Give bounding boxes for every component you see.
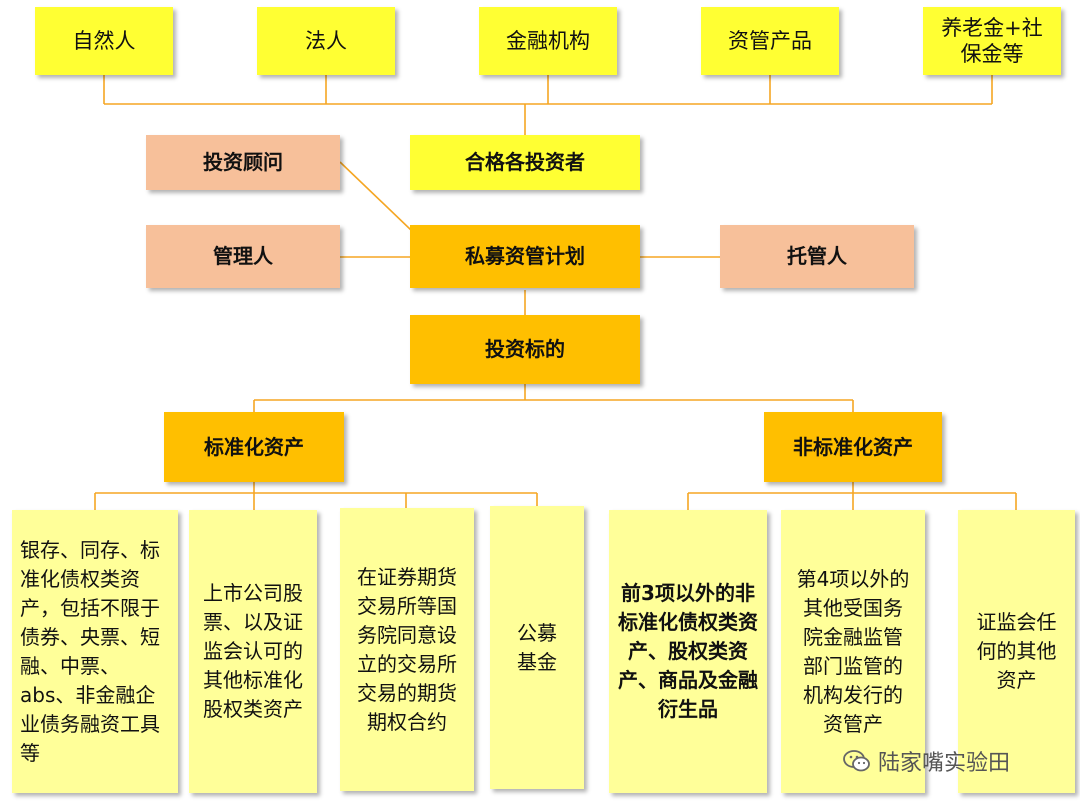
standardized-item-futures-options: 在证券期货交易所等国务院同意设立的交易所交易的期货期权合约 [340,508,474,791]
standardized-item-equity: 上市公司股票、以及证监会认可的其他标准化股权类资产 [189,510,317,793]
non-standardized-item-other-debt-equity: 前3项以外的非标准化债权类资产、股权类资产、商品及金融衍生品 [609,510,767,793]
manager-box: 管理人 [146,225,340,288]
watermark-text: 陆家嘴实验田 [878,751,1011,776]
qualified-investor-box: 合格各投资者 [410,135,640,190]
standardized-item-debt: 银存、同存、标准化债权类资产，包括不限于债券、央票、短融、中票、abs、非金融企… [12,510,178,793]
non-standardized-item-other-assets: 证监会任何的其他资产 [958,510,1075,793]
investor-pension-social-security: 养老金+社保金等 [923,7,1061,75]
watermark: 陆家嘴实验田 [842,744,1010,778]
custodian-box: 托管人 [720,225,914,288]
non-standardized-item-other-am-products: 第4项以外的其他受国务院金融监管部门监管的机构发行的资管产 [781,510,925,793]
investor-legal-person: 法人 [257,7,395,75]
investor-natural-person: 自然人 [35,7,173,75]
wechat-icon [843,750,870,772]
non-standardized-assets-box: 非标准化资产 [764,412,942,482]
investment-advisor-box: 投资顾问 [146,135,340,190]
standardized-assets-box: 标准化资产 [164,412,344,482]
standardized-item-mutual-fund: 公募基金 [490,506,584,789]
investment-target-box: 投资标的 [410,315,640,384]
private-asset-plan-box: 私募资管计划 [410,225,640,288]
investor-financial-institution: 金融机构 [479,7,617,75]
investor-asset-management-product: 资管产品 [701,7,839,75]
